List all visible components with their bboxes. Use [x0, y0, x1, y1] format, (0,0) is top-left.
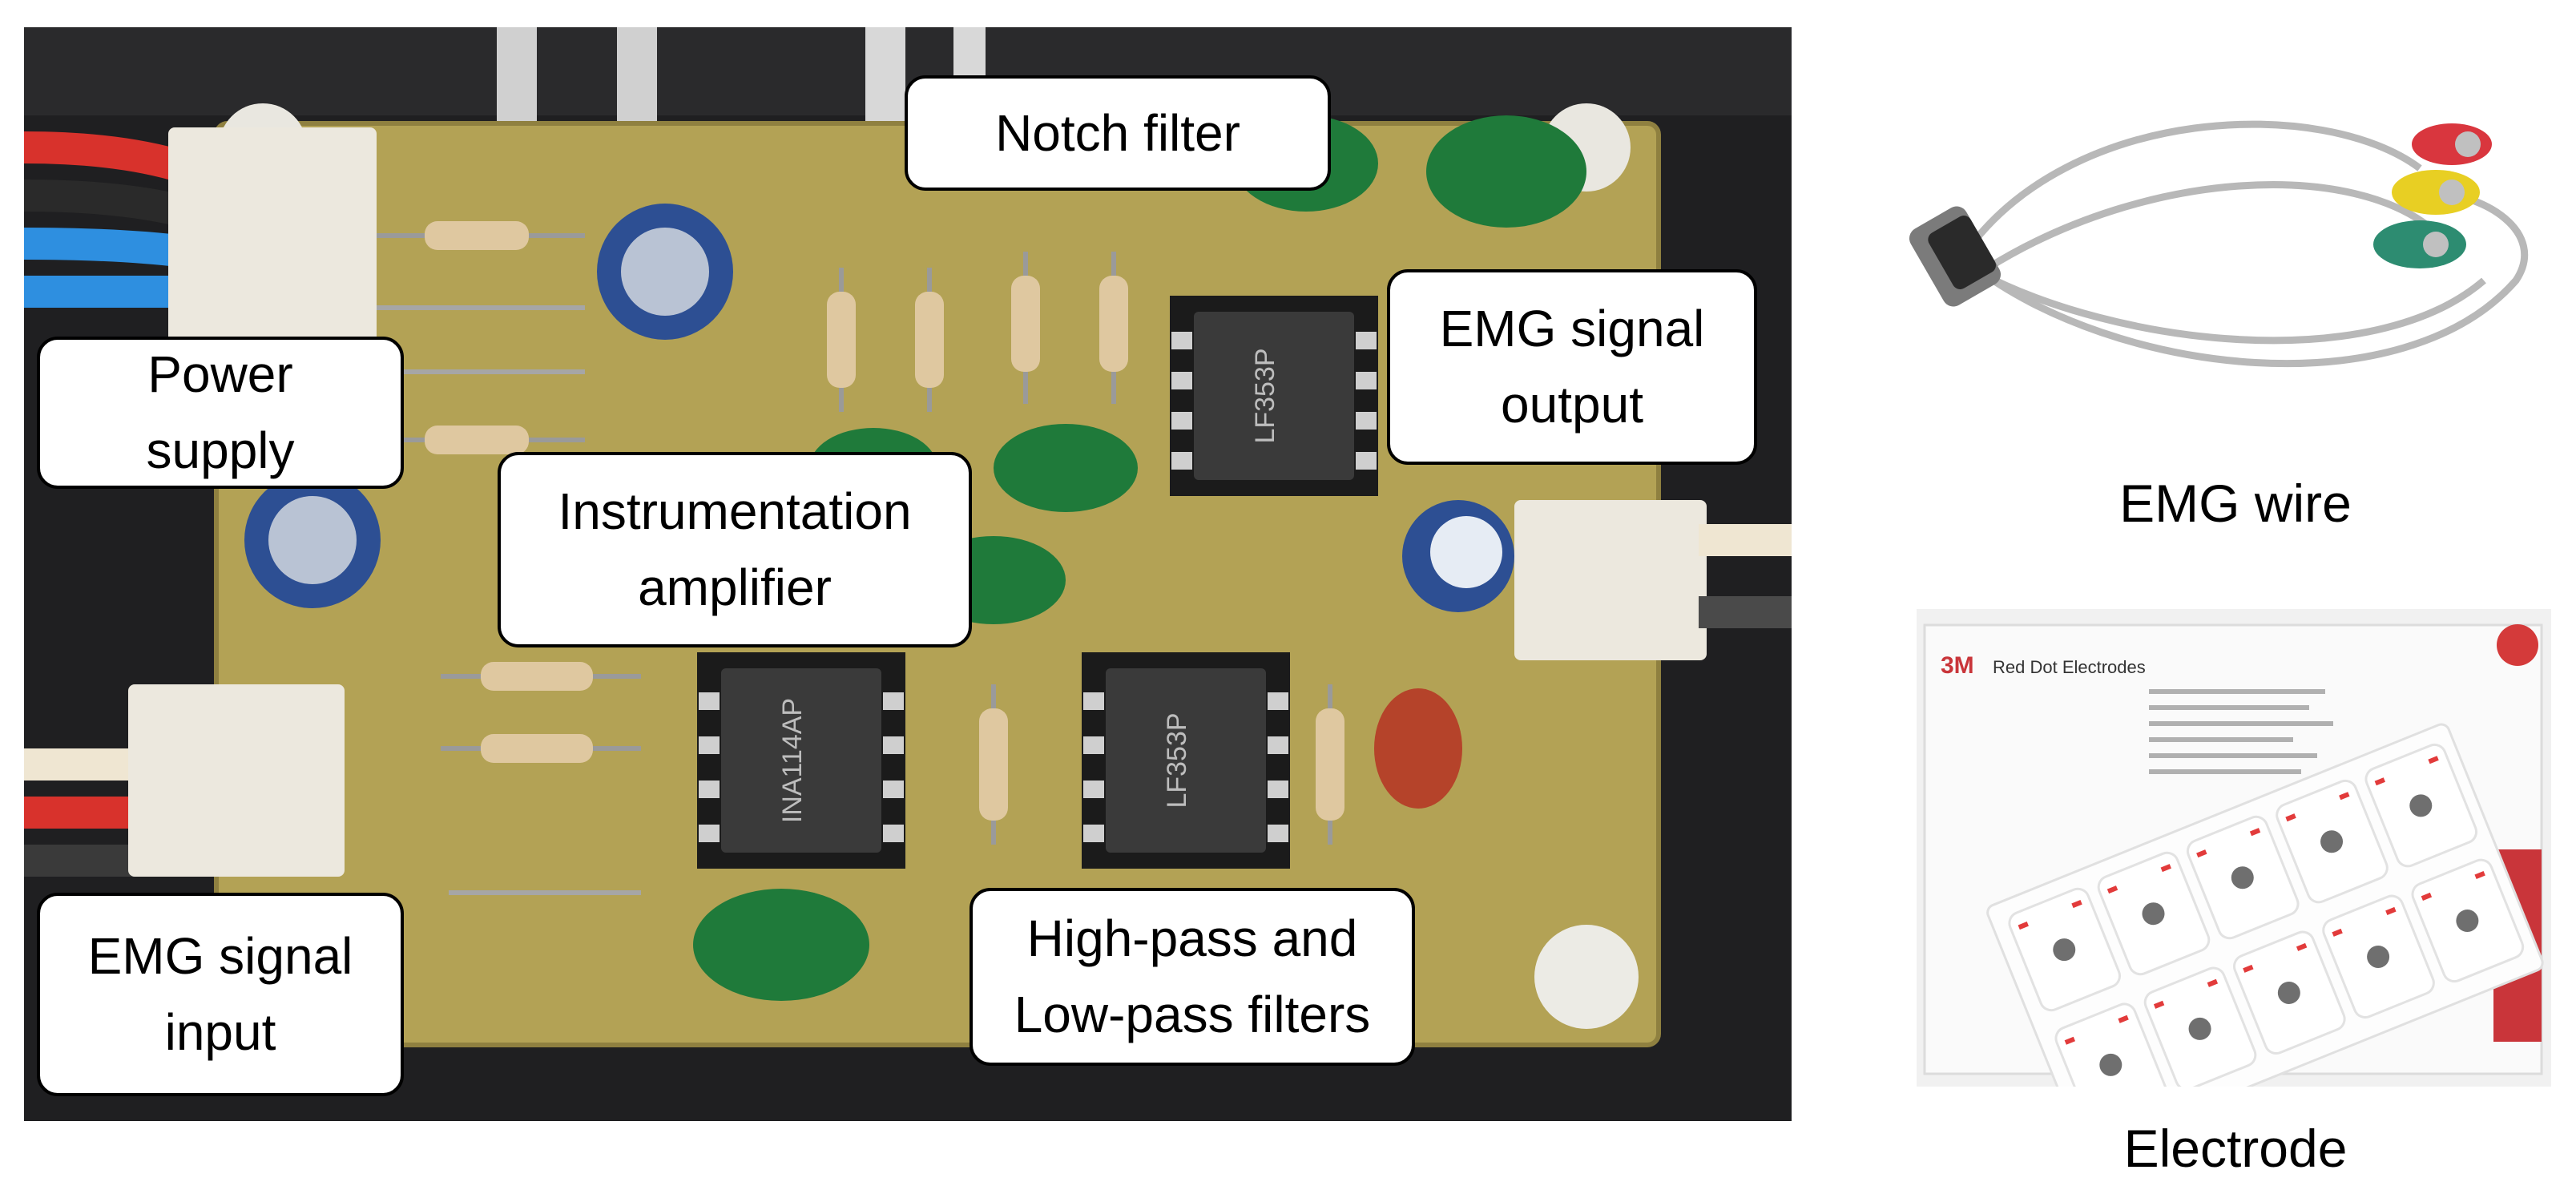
emg-wire-caption: EMG wire — [2119, 474, 2352, 533]
notch-filter-label: Notch filter — [905, 75, 1331, 191]
electrode-brand: 3M — [1941, 652, 1974, 679]
electrode-caption: Electrode — [2123, 1119, 2348, 1178]
emg-wire-illustration — [1907, 72, 2556, 449]
emg-wire-photo — [1907, 72, 2556, 449]
electrode-product: Red Dot Electrodes — [1993, 657, 2146, 677]
electrode-pack-illustration: 3M Red Dot Electrodes — [1917, 609, 2551, 1087]
circuit-board-photo: LF353P INA114AP LF353P Notch filter Powe… — [24, 27, 1792, 1121]
chip-marking-lf353-b: LF353P — [1162, 712, 1192, 808]
emg-signal-input-label: EMG signal input — [37, 893, 404, 1096]
instrumentation-amplifier-label: Instrumentation amplifier — [498, 452, 972, 647]
chip-marking-lf353-a: LF353P — [1250, 348, 1280, 443]
emg-signal-output-label: EMG signal output — [1387, 269, 1757, 465]
electrode-photo: 3M Red Dot Electrodes — [1917, 609, 2551, 1087]
power-supply-label: Power supply — [37, 337, 404, 489]
chip-marking-ina: INA114AP — [777, 698, 808, 823]
high-low-pass-filters-label: High-pass and Low-pass filters — [970, 888, 1415, 1066]
